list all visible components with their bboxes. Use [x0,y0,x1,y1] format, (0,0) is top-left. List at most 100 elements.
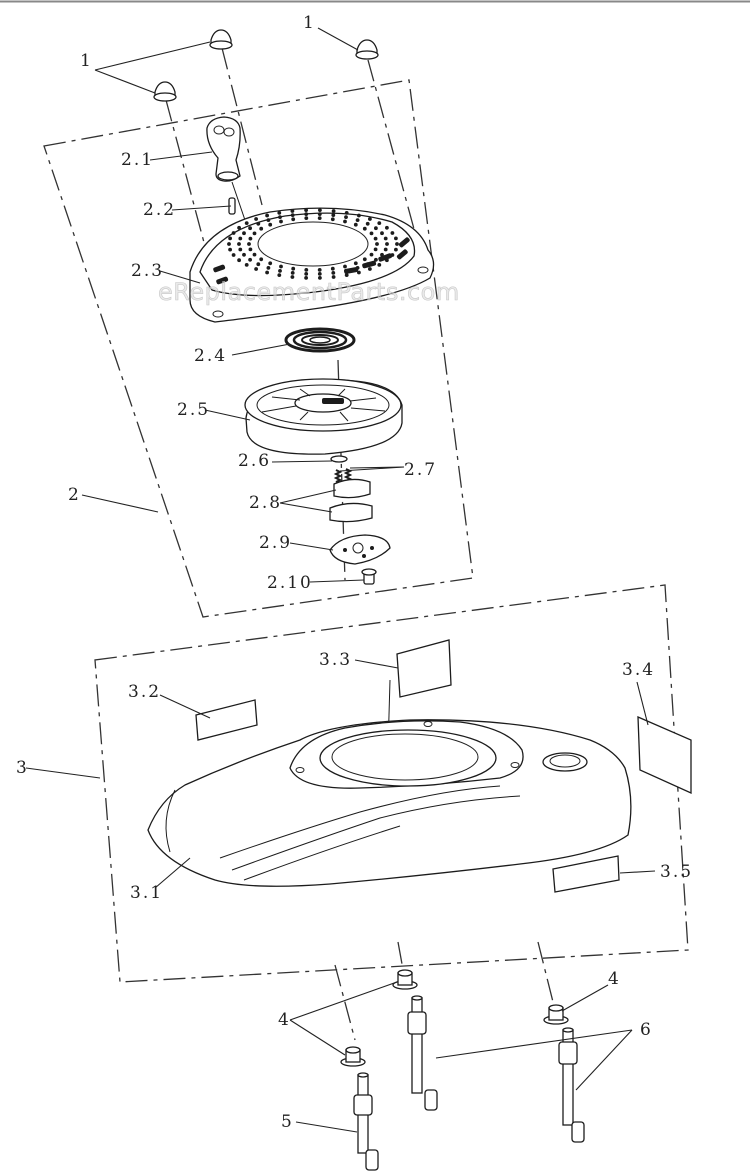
label-2-6: 2.6 [238,451,271,471]
recoil-spring-part-2-4 [284,327,356,353]
vent-hole [380,231,384,236]
vent-hole [277,273,282,277]
flange-nut-part-4a [340,1046,366,1067]
vent-hole [248,226,253,231]
part-number-labels: 1 1 2 2.1 2.2 2.3 2.4 2.5 2.6 2.7 2.8 2.… [16,13,691,1132]
starter-housing-part-2-3 [189,207,435,323]
vent-hole [317,212,322,217]
decal-part-3-4 [637,715,692,795]
vent-hole [252,252,257,257]
vent-hole [304,268,309,272]
vent-hole [248,236,253,241]
label-2-4: 2.4 [194,346,227,366]
vent-hole [237,258,242,263]
vent-hole [377,263,382,267]
vent-hole [355,218,360,223]
vent-hole [362,226,367,231]
housing-vent-holes [227,208,399,280]
nut-part-1b [355,39,379,60]
flange-nut-part-4b [392,969,418,990]
vent-hole [385,242,389,246]
vent-hole [344,211,349,215]
vent-hole [266,218,271,223]
axis-line-bolt-1c [165,99,211,266]
ratchet-guide-part-2-9 [329,534,391,565]
vent-hole [353,222,358,227]
vent-hole [369,252,374,257]
vent-hole [248,257,253,262]
vent-hole [374,226,378,231]
assembly-3-boundary [94,584,689,983]
label-2-1: 2.1 [121,150,154,170]
vent-hole [317,268,322,272]
vent-hole [268,222,273,227]
nut-part-1c [153,81,177,102]
vent-hole [265,270,269,275]
axis-line-bolt-1b [367,59,424,263]
vent-hole [244,263,249,267]
axis-line-bolt-4b [537,941,556,1011]
vent-hole [368,217,372,221]
vent-hole [290,213,295,218]
rope-pulley-part-2-5 [244,378,403,455]
label-2-8: 2.8 [249,493,282,513]
vent-hole [318,276,322,280]
vent-hole [330,217,335,222]
vent-hole [357,213,361,218]
vent-hole [394,247,398,252]
vent-hole [383,236,388,241]
stud-bolt-part-6b [558,1027,585,1143]
vent-hole [290,271,295,275]
label-4b: 4 [608,969,621,989]
vent-hole [254,267,258,271]
vent-hole [395,242,399,246]
vent-hole [377,221,382,226]
axis-line-bolt-6a [397,941,405,976]
vent-hole [317,216,322,221]
label-3-3: 3.3 [319,650,352,670]
decal-part-3-5 [552,855,620,893]
vent-hole [304,212,309,217]
vent-hole [237,225,242,230]
label-5: 5 [281,1112,294,1132]
vent-hole [228,236,233,241]
vent-hole [266,266,271,270]
vent-hole [331,271,336,275]
axis-line-bolt-1a [221,47,263,206]
vent-hole [318,208,322,213]
vent-hole [278,269,282,273]
vent-hole [394,236,398,241]
vent-hole [390,231,395,235]
stud-bolt-part-6a [407,995,438,1111]
vent-hole [383,247,388,252]
vent-hole [331,275,336,279]
vent-hole [365,221,370,226]
label-3-2: 3.2 [128,682,161,702]
vent-hole [344,215,348,220]
vent-hole [238,247,243,252]
vent-hole [242,231,246,236]
vent-hole [290,209,295,213]
label-6: 6 [640,1020,653,1040]
vent-hole [277,211,282,215]
vent-hole [330,266,335,271]
vent-hole [343,264,347,269]
nut-part-1a [209,29,233,50]
flange-nut-part-4c [543,1004,569,1025]
vent-hole [373,236,378,241]
center-screw-part-2-10 [361,568,377,585]
label-2-5: 2.5 [177,400,210,420]
decal-part-3-3 [396,639,452,698]
vent-hole [279,264,283,269]
label-2-2: 2.2 [143,200,176,220]
label-4a: 4 [278,1010,291,1030]
label-2-7: 2.7 [404,460,437,480]
starter-handle-part-2-1 [206,116,241,182]
engine-cover-part-3-1 [147,719,632,887]
vent-hole [343,219,347,224]
vent-hole [374,257,378,262]
label-2-10: 2.10 [267,573,313,593]
watermark-text: eReplacementParts.com [158,278,460,306]
ratchet-pawls-part-2-8 [329,478,373,523]
